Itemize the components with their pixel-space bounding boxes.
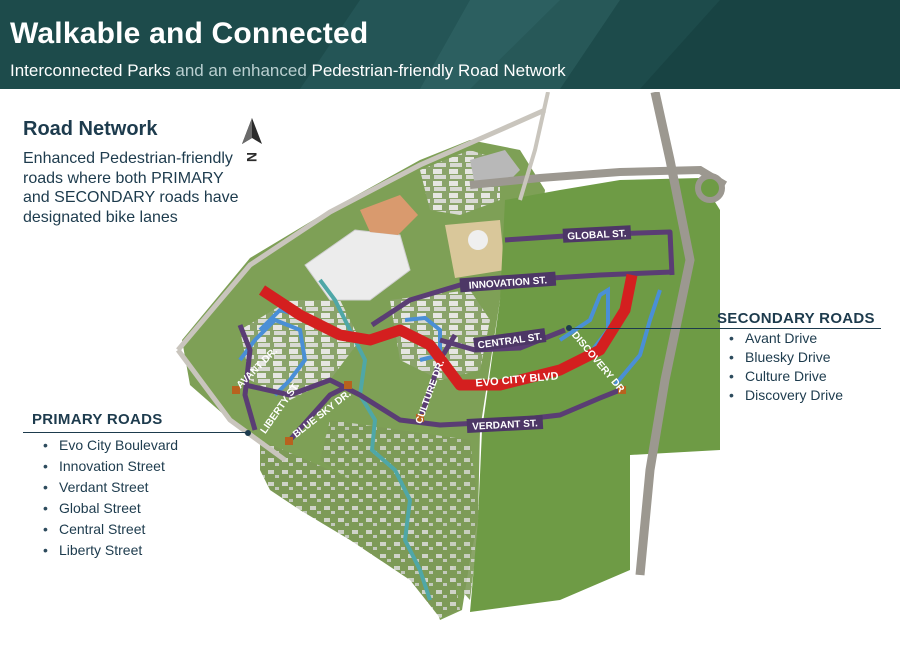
road-network-description: Enhanced Pedestrian-friendly roads where… xyxy=(23,150,239,226)
list-item: Liberty Street xyxy=(43,540,178,561)
list-item: Global Street xyxy=(43,498,178,519)
road-marker-discovery xyxy=(618,386,626,394)
label-innovation-st: INNOVATION ST. xyxy=(468,275,547,291)
subtitle-connector: and an enhanced xyxy=(170,61,312,80)
north-label: N xyxy=(244,152,260,162)
label-verdant-st: VERDANT ST. xyxy=(472,418,538,432)
primary-callout-dot xyxy=(245,430,251,436)
mall-building xyxy=(304,229,411,301)
header-banner: Walkable and Connected Interconnected Pa… xyxy=(0,0,900,89)
roundabout xyxy=(695,173,725,203)
list-item: Culture Drive xyxy=(729,367,843,386)
list-item: Discovery Drive xyxy=(729,386,843,405)
grey-building xyxy=(470,150,520,185)
site-map: GLOBAL ST. INNOVATION ST. CENTRAL ST. EV… xyxy=(168,92,744,634)
evo-city-boulevard xyxy=(258,273,638,391)
list-item: Evo City Boulevard xyxy=(43,435,178,456)
liberty-street xyxy=(237,324,258,431)
residential-area-2 xyxy=(320,420,480,600)
banner-decoration xyxy=(300,0,900,89)
secondary-roads-list: Avant Drive Bluesky Drive Culture Drive … xyxy=(729,329,843,405)
list-item: Bluesky Drive xyxy=(729,348,843,367)
primary-roads-title: PRIMARY ROADS xyxy=(32,411,163,428)
page-title: Walkable and Connected xyxy=(10,17,369,50)
perimeter-road-west xyxy=(175,348,287,463)
road-marker-bluesky-top xyxy=(344,381,352,389)
subtitle-roads: Pedestrian-friendly Road Network xyxy=(311,61,566,80)
label-global-st: GLOBAL ST. xyxy=(567,228,627,242)
river xyxy=(318,278,432,601)
list-item: Innovation Street xyxy=(43,456,178,477)
bluesky-connector xyxy=(288,382,352,442)
discovery-drive-outer xyxy=(613,289,662,387)
road-marker-culture xyxy=(416,414,424,422)
residential-area xyxy=(260,440,460,618)
verdant-street xyxy=(244,377,626,428)
secondary-callout-line xyxy=(569,328,881,329)
subtitle-parks: Interconnected Parks xyxy=(10,61,171,80)
primary-callout-line xyxy=(23,432,248,433)
north-arrow-icon: N xyxy=(242,118,262,162)
north-access-road xyxy=(518,92,550,201)
primary-roads-list: Evo City Boulevard Innovation Street Ver… xyxy=(43,435,178,561)
dome-building xyxy=(468,230,488,250)
secondary-roads-title: SECONDARY ROADS xyxy=(717,310,875,327)
road-network-title: Road Network xyxy=(23,118,158,140)
perimeter-road-north xyxy=(176,107,547,352)
page-subtitle: Interconnected Parks and an enhanced Ped… xyxy=(10,61,566,81)
avant-drive-loop xyxy=(238,317,308,397)
road-marker-bluesky xyxy=(285,437,293,445)
list-item: Verdant Street xyxy=(43,477,178,498)
list-item: Avant Drive xyxy=(729,329,843,348)
list-item: Central Street xyxy=(43,519,178,540)
orange-roof-building xyxy=(360,195,418,235)
road-marker-avant xyxy=(232,386,240,394)
highway-east xyxy=(635,92,695,576)
